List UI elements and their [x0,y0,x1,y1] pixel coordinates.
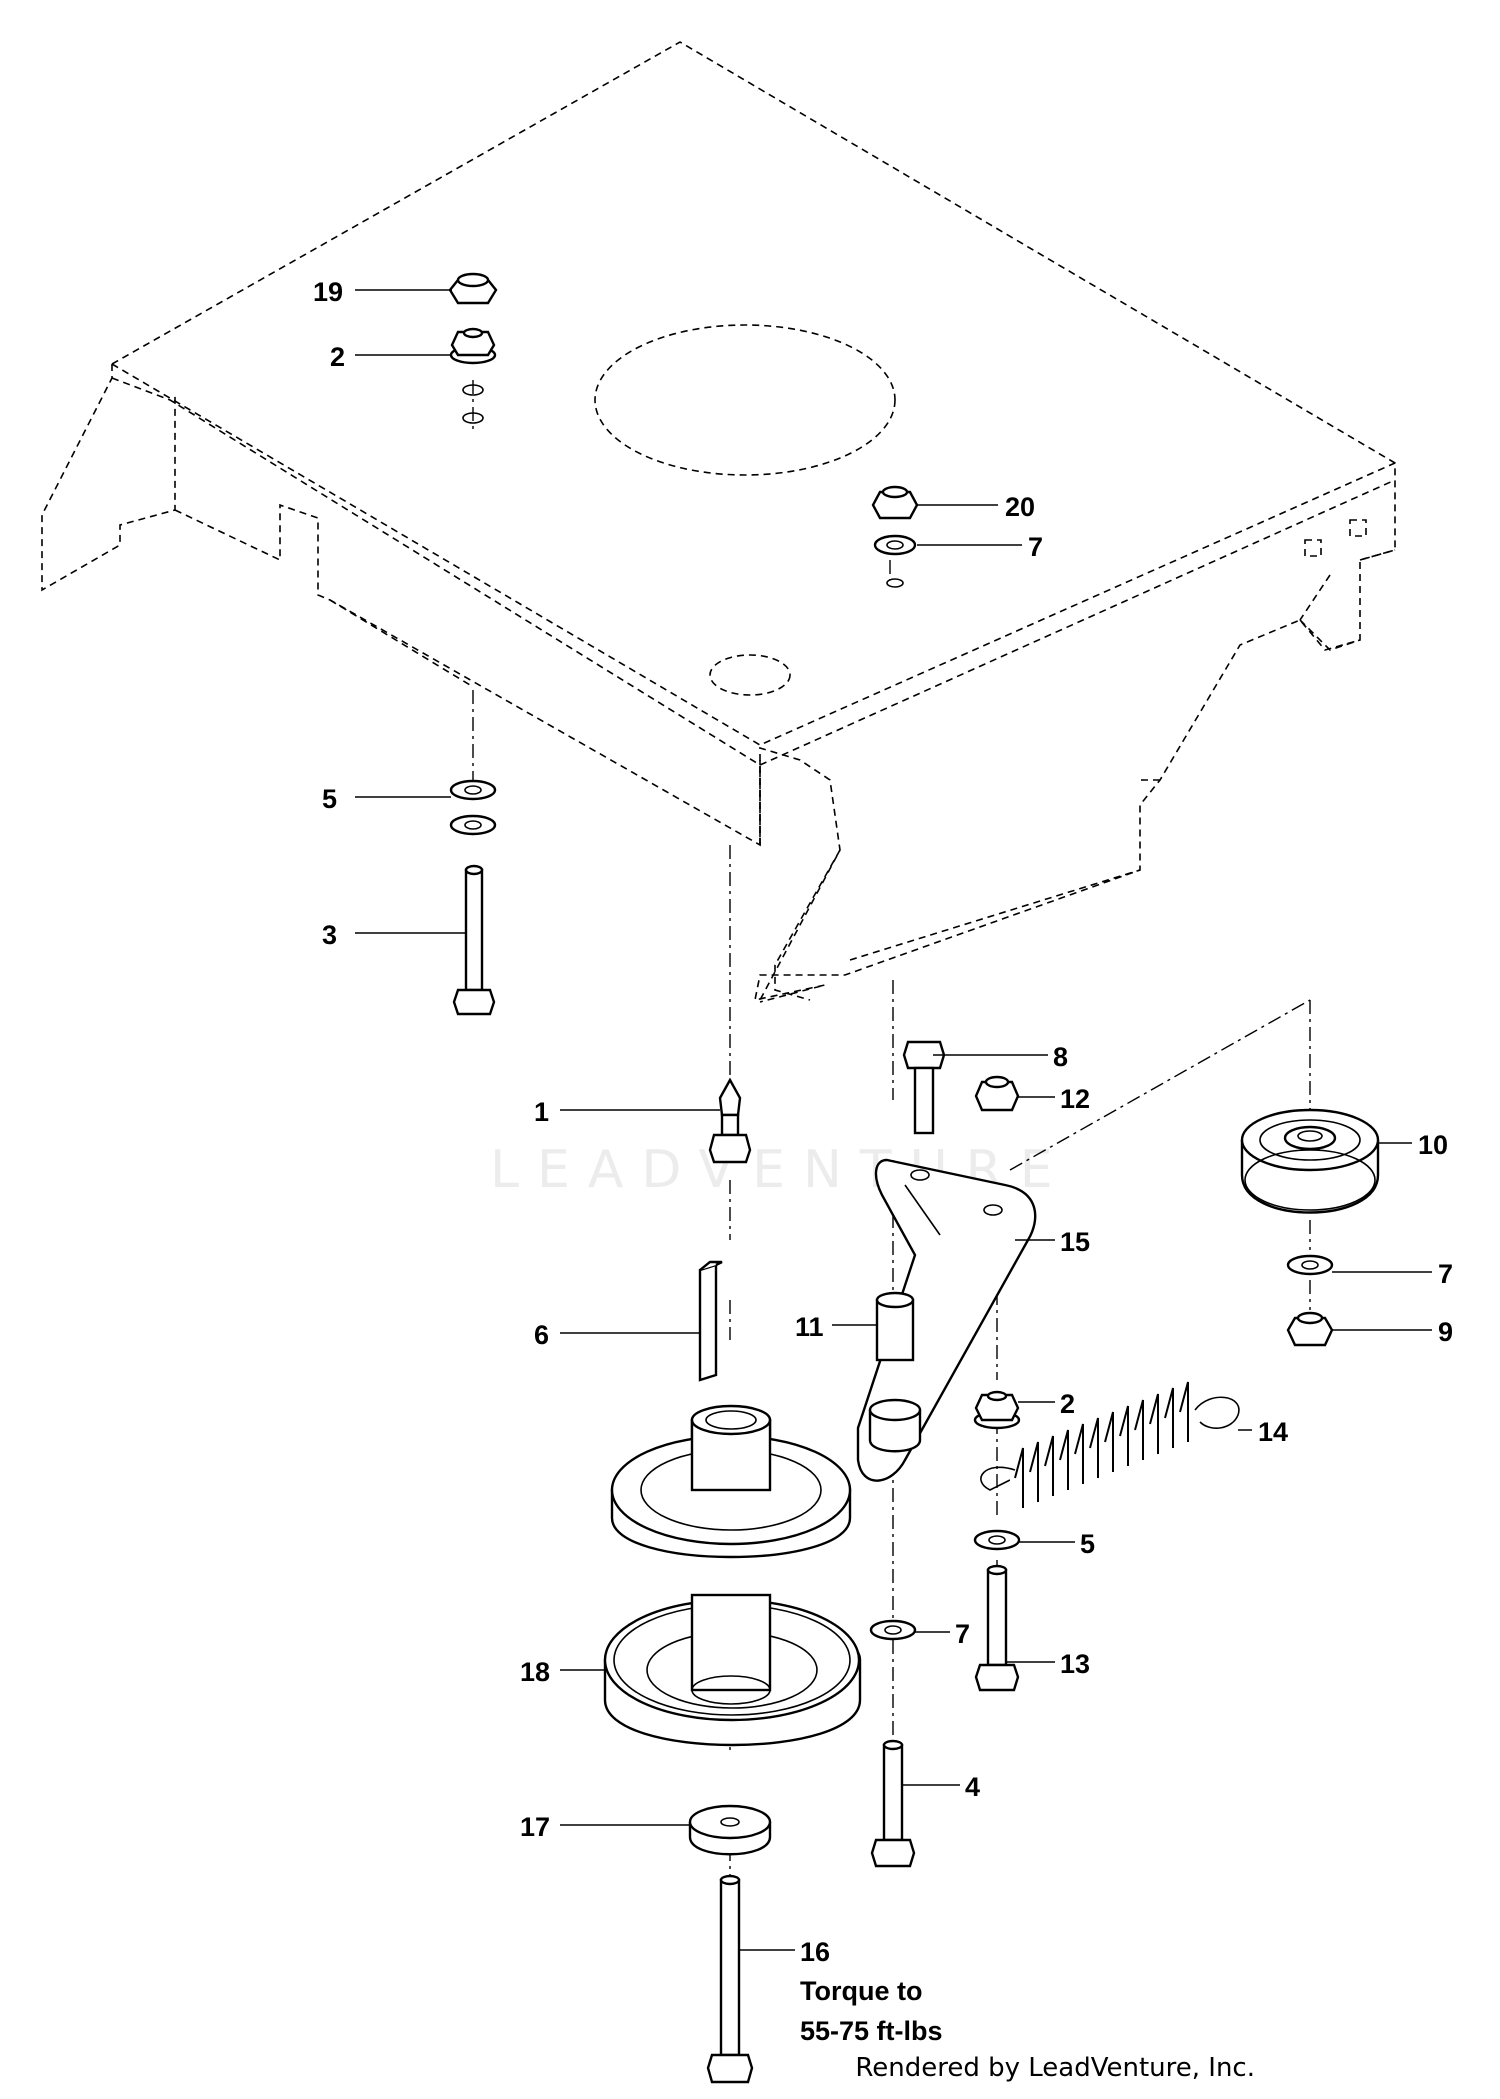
callout-19: 19 [313,277,343,307]
callout-7: 7 [1438,1259,1453,1289]
part-5-washers-left [449,779,497,836]
part-6-key [698,1260,723,1382]
part-2-flange-nut-top [449,327,497,365]
part-14-spring [980,1381,1240,1520]
callout-18: 18 [520,1657,550,1687]
callout-8: 8 [1053,1042,1068,1072]
callout-14: 14 [1258,1417,1288,1447]
callout-4: 4 [965,1772,980,1802]
part-4-bolt [870,1739,916,1868]
part-12-lock-nut [974,1075,1020,1112]
callout-15: 15 [1060,1227,1090,1257]
callout-10: 10 [1418,1130,1448,1160]
callout-3: 3 [322,920,337,950]
part-11-bushing [868,1291,922,1453]
part-20-lock-nut [871,485,919,520]
part-19-flange-nut [448,272,498,305]
part-7-washer-right [1286,1254,1334,1276]
callout-7: 7 [1028,532,1043,562]
lock-washers-top [462,384,484,424]
callout-5: 5 [1080,1529,1095,1559]
part-10-idler-pulley [1240,1108,1380,1214]
mounting-plate [41,41,1396,1003]
callout-7: 7 [955,1619,970,1649]
part-3-bolt [452,864,496,1016]
callout-12: 12 [1060,1084,1090,1114]
callout-20: 20 [1005,492,1035,522]
part-2-flange-nut-lower [973,1390,1021,1430]
render-credit: Rendered by LeadVenture, Inc. [855,2053,1255,2083]
part-18-pulley [603,1404,862,1747]
part-17-spacer [688,1804,772,1856]
callout-1: 1 [534,1097,549,1127]
callout-6: 6 [534,1320,549,1350]
callout-labels: 19 2 20 7 5 3 1 8 12 10 15 7 9 6 11 2 14… [313,277,1453,2046]
torque-note-line2: 55-75 ft-lbs [800,2016,943,2046]
callout-17: 17 [520,1812,550,1842]
torque-note-line1: Torque to [800,1976,922,2006]
callout-16: 16 [800,1937,830,1967]
callout-9: 9 [1438,1317,1453,1347]
part-8-bolt [902,1040,946,1135]
part-7-washer-top [873,534,917,588]
callout-11: 11 [795,1312,824,1342]
part-13-bolt [974,1564,1020,1692]
part-5-washer-lower [973,1529,1021,1551]
callout-2: 2 [330,342,345,372]
part-16-bolt [706,1874,754,2084]
part-1-pin [708,1077,752,1164]
callout-13: 13 [1060,1649,1090,1679]
leader-lines [355,289,1432,1951]
callout-2: 2 [1060,1389,1075,1419]
part-7-washer-middle [869,1619,917,1641]
callout-5: 5 [322,784,337,814]
part-9-lock-nut [1286,1311,1334,1347]
